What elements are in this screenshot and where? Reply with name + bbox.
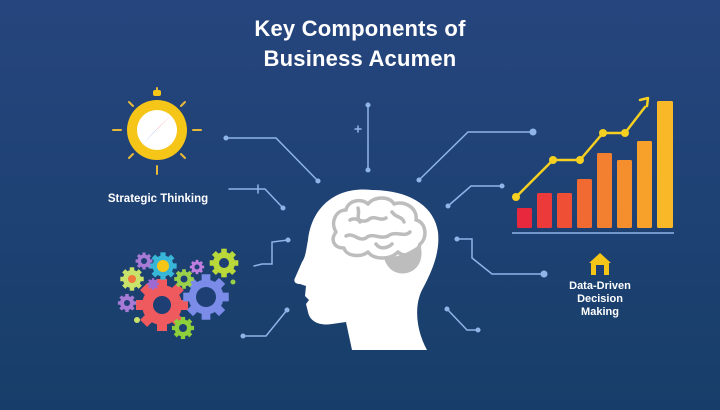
title-line-2: Business Acumen <box>263 46 457 71</box>
label-line: Making <box>581 306 619 318</box>
label-line: Data-Driven <box>569 280 631 292</box>
label-line: Decision <box>577 293 623 305</box>
data-driven-decision-making-label: Data-Driven Decision Making <box>555 280 645 319</box>
title-line-1: Key Components of <box>254 16 466 41</box>
strategic-thinking-label: Strategic Thinking <box>107 193 209 205</box>
page-title: Key Components of Business Acumen <box>0 14 720 74</box>
